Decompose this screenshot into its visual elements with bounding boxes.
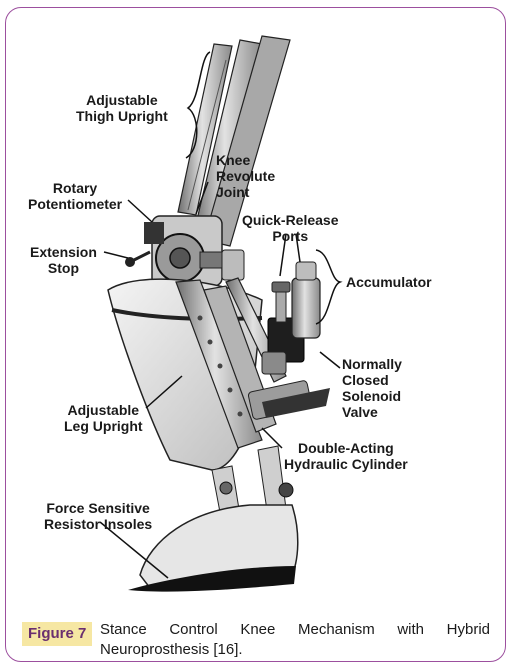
label-adjustable-leg-upright: Adjustable Leg Upright [64,402,143,434]
label-double-acting-hydraulic-cylinder: Double-Acting Hydraulic Cylinder [284,440,408,472]
foot-orthosis [128,504,299,592]
knee-mechanism-illustration [99,35,343,592]
label-force-sensitive-resistor-insoles: Force Sensitive Resistor Insoles [44,500,153,532]
label-adjustable-thigh-upright: Adjustable Thigh Upright [76,92,168,124]
label-accumulator: Accumulator [346,274,432,290]
caption-text: Stance Control Knee Mechanism with Hybri… [100,621,490,658]
knee-joint-assembly [125,215,245,287]
label-extension-stop: Extension Stop [30,244,97,276]
leader-lines [99,51,343,579]
label-rotary-potentiometer: Rotary Potentiometer [28,180,123,212]
thigh-upright-bars [177,35,291,247]
valve-accumulator [261,261,321,375]
label-quick-release-ports: Quick-Release Ports [242,212,339,244]
label-normally-closed-solenoid-valve: Normally Closed Solenoid Valve [342,356,402,420]
label-knee-revolute-joint: Knee Revolute Joint [216,152,276,200]
figure-label: Figure 7 [22,622,93,646]
